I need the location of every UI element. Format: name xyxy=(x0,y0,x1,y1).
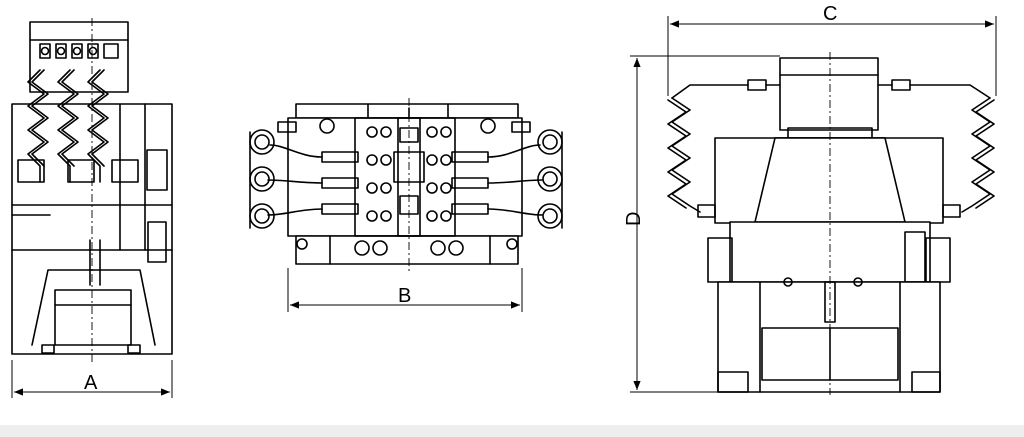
dimension-label-a: A xyxy=(84,372,98,394)
right-view: C D xyxy=(623,3,997,395)
side-view: A xyxy=(11,18,173,398)
dimension-label-c: C xyxy=(823,3,837,25)
front-view: B xyxy=(249,98,563,312)
bottom-band xyxy=(0,425,1024,437)
dimension-label-d: D xyxy=(623,212,645,226)
dimension-label-b: B xyxy=(398,285,411,307)
